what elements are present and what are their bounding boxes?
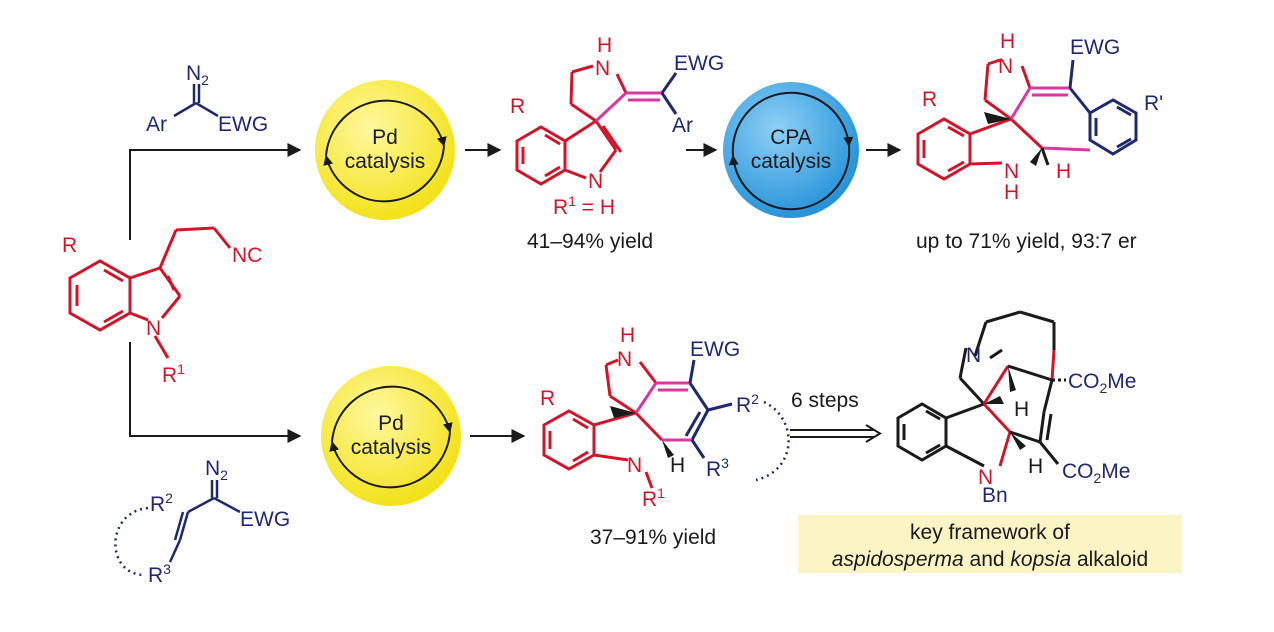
bottom-reagent-n2: N2 <box>205 457 228 483</box>
alkaloid-wedge-1 <box>984 396 1004 404</box>
cpa-r: R <box>922 88 937 111</box>
top-reagent-ar: Ar <box>146 113 167 136</box>
bottom-product-yield: 37–91% yield <box>590 526 716 549</box>
steps-arrow-head <box>865 424 882 443</box>
alkaloid-co2me-bottom: CO2Me <box>1062 460 1130 486</box>
pd-catalysis-bottom: Pd catalysis <box>321 366 461 506</box>
alkaloid-wedge-3 <box>1010 432 1026 450</box>
bottom-product-ewg: EWG <box>690 338 740 361</box>
bottom-reagent-r2: R2 <box>150 490 173 516</box>
starting-indole <box>68 226 232 359</box>
start-nc-label: NC <box>232 244 262 267</box>
alkaloid-wedge-2 <box>1008 366 1016 392</box>
cpa-r-prime: R' <box>1144 92 1163 115</box>
cpa-line2: catalysis <box>751 150 832 173</box>
bottom-product-r1: R1 <box>642 485 665 511</box>
bottom-reagent-ewg: EWG <box>240 508 290 531</box>
spiro-yield: 41–94% yield <box>527 230 653 253</box>
alkaloid-n: N <box>966 344 981 367</box>
caption-line1: key framework of <box>910 521 1070 544</box>
cpa-result: up to 71% yield, 93:7 er <box>916 230 1137 253</box>
alkaloid-bn: Bn <box>982 484 1008 507</box>
bottom-product-structure <box>542 358 733 489</box>
spiro-ewg: EWG <box>674 52 724 75</box>
start-r-label: R <box>62 234 77 257</box>
pd-bottom-line2: catalysis <box>351 436 432 459</box>
bottom-reagent-r3: R3 <box>148 561 171 587</box>
spiro-condition: R1 = H <box>553 193 615 219</box>
spiro-ar: Ar <box>672 114 693 137</box>
cpa-wedge-bond-h <box>1030 148 1042 166</box>
cpa-ewg: EWG <box>1070 36 1120 59</box>
bottom-reagent-ring-dots <box>114 506 149 577</box>
bottom-wedge-bond <box>610 406 636 418</box>
caption-line2: aspidosperma and kopsia alkaloid <box>832 548 1148 571</box>
bottom-product-ring-dots <box>755 400 790 482</box>
cpa-nh-h: H <box>1000 30 1015 53</box>
bottom-product-n: N <box>617 348 632 371</box>
bottom-product-r: R <box>540 387 555 410</box>
spiro-r: R <box>510 95 525 118</box>
pd-catalysis-top: Pd catalysis <box>315 80 455 220</box>
bottom-product-h: H <box>620 324 635 347</box>
top-branch-arrow <box>129 143 302 240</box>
caption-box <box>798 515 1182 573</box>
cpa-h-ring: H <box>1056 160 1071 183</box>
bottom-product-r2: R2 <box>736 391 759 417</box>
cpa-h-bottom: H <box>1004 181 1019 204</box>
alkaloid-co2me-top: CO2Me <box>1068 370 1136 396</box>
bottom-product-r3: R3 <box>706 455 729 481</box>
alkaloid-n-bottom: N <box>978 466 993 489</box>
cpa-wedge-bond <box>984 112 1011 124</box>
alkaloid-h-bottom: H <box>1028 455 1043 478</box>
bottom-product-h-junction: H <box>670 454 685 477</box>
cpa-product-structure <box>916 58 1138 181</box>
bottom-product-n-bottom: N <box>627 454 642 477</box>
top-reagent-ewg: EWG <box>218 113 268 136</box>
cpa-n: N <box>998 55 1013 78</box>
steps-label: 6 steps <box>791 389 859 412</box>
bottom-diazo-reagent <box>168 480 241 563</box>
alkaloid-h-top: H <box>1014 398 1029 421</box>
pd-bottom-line1: Pd <box>378 412 404 435</box>
top-reagent-n2: N2 <box>186 62 209 88</box>
cpa-line1: CPA <box>770 126 812 149</box>
pd-top-line1: Pd <box>372 126 398 149</box>
spiro-n-top: N <box>595 57 610 80</box>
spiro-product-structure <box>515 64 678 186</box>
bottom-branch-arrow <box>129 342 302 443</box>
spiro-nh-h: H <box>597 34 612 57</box>
pd-top-line2: catalysis <box>345 150 426 173</box>
cpa-catalysis: CPA catalysis <box>723 82 859 218</box>
spiro-n-bottom: N <box>588 170 603 193</box>
bottom-wedge-bond-h <box>662 440 674 458</box>
cpa-n-bottom: N <box>1004 160 1019 183</box>
start-r1-label: R1 <box>162 361 185 387</box>
alkaloid-structure <box>896 310 1066 468</box>
top-diazo-reagent <box>173 84 219 118</box>
start-n-label: N <box>146 317 161 340</box>
